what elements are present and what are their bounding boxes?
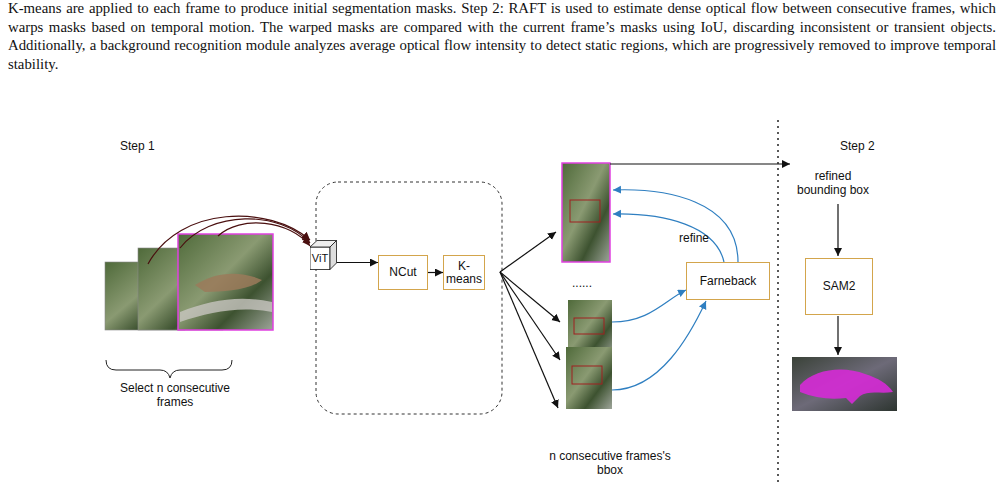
process-box: K-means <box>443 255 485 290</box>
bbox-mark <box>574 318 604 334</box>
bbox-mark <box>570 200 600 222</box>
annotation-text: Select n consecutive frames <box>110 381 240 409</box>
node-label: Farneback <box>700 275 757 288</box>
flow-arrow <box>612 301 706 390</box>
output-arrow <box>500 272 560 360</box>
input-arrow <box>180 219 310 248</box>
output-arrow <box>500 272 560 322</box>
model-cube: ViT <box>310 240 337 270</box>
ellipsis-mark: ...... <box>572 276 612 290</box>
down-arrow <box>837 316 838 355</box>
process-box: Farneback <box>686 262 770 300</box>
frame-stack <box>105 234 273 330</box>
brace <box>106 360 232 378</box>
process-box: NCut <box>378 255 428 290</box>
annotation-text: n consecutive frames's bbox <box>540 449 680 477</box>
annotation-text: refined bounding box <box>793 169 873 197</box>
output-arrow <box>500 232 556 272</box>
video-frame <box>178 234 273 330</box>
bbox-mark <box>572 366 602 384</box>
node-label: ViT <box>312 252 328 265</box>
step-divider <box>777 120 779 484</box>
node-label: SAM2 <box>823 280 856 293</box>
process-box: SAM2 <box>805 258 873 315</box>
input-arrow <box>218 223 310 246</box>
segmentation-mask <box>800 369 893 404</box>
step-heading: Step 1 <box>120 139 180 153</box>
animal-shape <box>195 274 262 292</box>
output-image <box>792 357 897 411</box>
input-arrow <box>148 216 310 264</box>
cube-face <box>310 247 330 270</box>
arrow-label: refine <box>679 231 729 245</box>
flow-arrow <box>612 290 686 322</box>
dashed-module <box>316 182 502 414</box>
video-frame <box>566 347 612 409</box>
step-heading: Step 2 <box>840 139 900 153</box>
flow-arrow <box>428 272 443 273</box>
output-arrow <box>500 272 558 408</box>
down-arrow <box>837 204 838 256</box>
node-label: NCut <box>389 266 416 279</box>
cube-face <box>330 241 337 270</box>
refined-frame <box>562 163 610 262</box>
bbox-arrow <box>610 163 790 164</box>
caption-text: K-means are applied to each frame to pro… <box>8 0 996 73</box>
flow-arrow <box>337 262 378 263</box>
selected-frame-outline <box>178 234 273 330</box>
log-shape <box>180 299 272 322</box>
refine-arrow <box>613 190 738 262</box>
node-label: K-means <box>444 260 484 286</box>
